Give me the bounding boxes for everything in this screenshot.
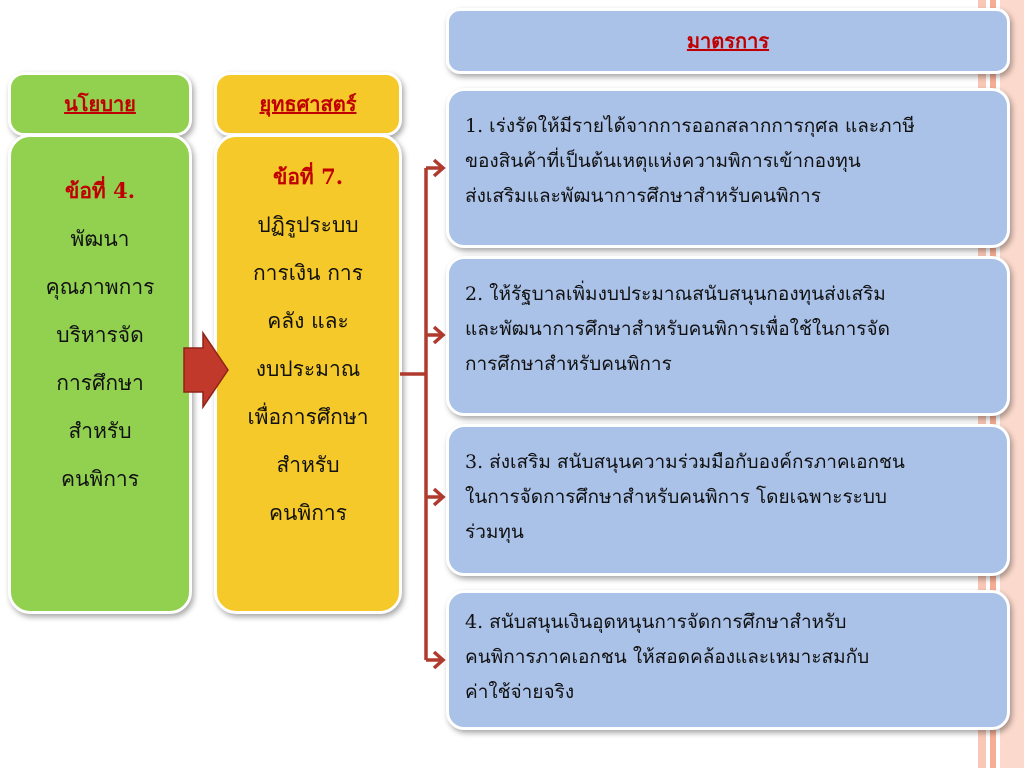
measure-line: ค่าใช้จ่ายจริง: [465, 681, 575, 703]
strategy-line: การเงิน การ: [252, 261, 364, 285]
branch-arrow-2: [426, 325, 446, 345]
policy-line: คุณภาพการ: [45, 275, 155, 299]
strategy-line: ปฏิรูประบบ: [257, 213, 359, 237]
policy-header-label: นโยบาย: [64, 92, 136, 116]
measure-line: 2. ให้รัฐบาลเพิ่มงบประมาณสนับสนุนกองทุนส…: [465, 283, 886, 305]
policy-header: นโยบาย: [8, 72, 192, 136]
measure-box-4: 4. สนับสนุนเงินอุดหนุนการจัดการศึกษาสำหร…: [446, 590, 1010, 730]
strategy-header-label: ยุทธศาสตร์: [259, 92, 357, 116]
measure-line: ของสินค้าที่เป็นต้นเหตุแห่งความพิการเข้า…: [465, 150, 861, 172]
strategy-item-number: ข้อที่ 7.: [272, 164, 344, 189]
measure-line: ส่งเสริมและพัฒนาการศึกษาสำหรับคนพิการ: [465, 185, 821, 207]
policy-box: ข้อที่ 4. พัฒนา คุณภาพการ บริหารจัด การศ…: [8, 134, 192, 614]
branch-arrow-3: [426, 487, 446, 507]
policy-line: คนพิการ: [60, 467, 140, 491]
measure-line: และพัฒนาการศึกษาสำหรับคนพิการเพื่อใช้ในก…: [465, 318, 890, 340]
measure-line: ร่วมทุน: [465, 521, 524, 543]
branch-arrow-4: [426, 650, 446, 670]
measures-header: มาตรการ: [446, 8, 1010, 74]
measure-line: 4. สนับสนุนเงินอุดหนุนการจัดการศึกษาสำหร…: [465, 611, 847, 633]
strategy-line: งบประมาณ: [255, 357, 361, 381]
measure-line: 1. เร่งรัดให้มีรายได้จากการออกสลากการกุศ…: [465, 115, 915, 137]
right-arrow-icon: [183, 330, 229, 410]
measure-line: คนพิการภาคเอกชน ให้สอดคล้องและเหมาะสมกับ: [465, 646, 870, 668]
strategy-line: คลัง และ: [267, 309, 349, 333]
measure-box-3: 3. ส่งเสริม สนับสนุนความร่วมมือกับองค์กร…: [446, 424, 1010, 576]
strategy-line: คนพิการ: [268, 501, 348, 525]
policy-item-number: ข้อที่ 4.: [64, 178, 136, 203]
measure-box-1: 1. เร่งรัดให้มีรายได้จากการออกสลากการกุศ…: [446, 88, 1010, 248]
strategy-header: ยุทธศาสตร์: [214, 72, 402, 136]
policy-line: สำหรับ: [68, 419, 132, 443]
strategy-box: ข้อที่ 7. ปฏิรูประบบ การเงิน การ คลัง แล…: [214, 134, 402, 614]
strategy-line: สำหรับ: [276, 453, 340, 477]
strategy-line: เพื่อการศึกษา: [247, 405, 369, 429]
policy-line: การศึกษา: [56, 371, 144, 395]
measure-line: การศึกษาสำหรับคนพิการ: [465, 353, 672, 375]
branch-arrow-1: [426, 158, 446, 178]
measures-header-label: มาตรการ: [686, 29, 770, 53]
measure-line: ในการจัดการศึกษาสำหรับคนพิการ โดยเฉพาะระ…: [465, 486, 887, 508]
measure-box-2: 2. ให้รัฐบาลเพิ่มงบประมาณสนับสนุนกองทุนส…: [446, 256, 1010, 416]
policy-line: พัฒนา: [70, 227, 130, 251]
measure-line: 3. ส่งเสริม สนับสนุนความร่วมมือกับองค์กร…: [465, 451, 905, 473]
policy-line: บริหารจัด: [56, 323, 144, 347]
